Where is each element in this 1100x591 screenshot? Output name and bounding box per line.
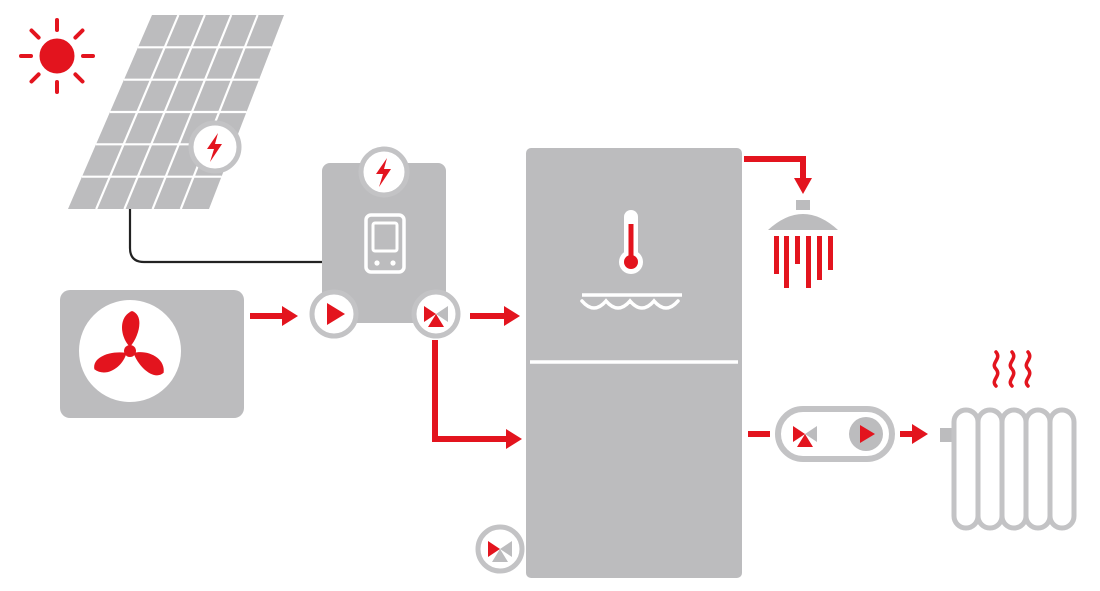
water-waves-icon [580,293,682,310]
flow-arrows [250,156,928,449]
solar-cable [128,209,322,264]
three-way-valve-icon [475,524,525,574]
radiator-icon [940,407,1077,531]
lightning-icon [188,120,242,174]
pump-icon [309,289,359,339]
three-way-valve-icon [793,426,817,447]
heating-circuit-pump-group [775,406,895,462]
sun-icon [19,18,95,94]
shower-icon [768,200,838,288]
fan-icon [79,300,181,402]
solar-panel [68,14,284,210]
heat-waves-icon [992,350,1032,388]
controller-display-icon [364,213,406,274]
three-way-valve-icon [411,289,461,339]
heat-pump-outdoor-unit [60,290,244,418]
pump-icon [849,417,883,451]
thermometer-icon [619,210,643,274]
inverter-controller [322,146,446,323]
lightning-icon [358,146,410,198]
storage-tank [526,148,742,578]
